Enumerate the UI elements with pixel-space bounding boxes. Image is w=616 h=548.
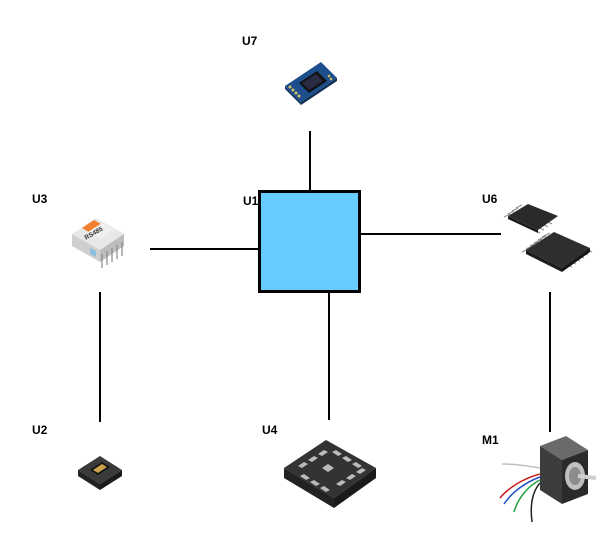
u7-label: U7 — [242, 34, 258, 48]
wire-u1-u6 — [359, 233, 501, 235]
m1-label: M1 — [482, 433, 499, 447]
u3-label: U3 — [32, 192, 48, 206]
wire-u6-m1 — [549, 292, 551, 432]
wire-u3-u2 — [99, 292, 101, 422]
u6-label: U6 — [482, 192, 498, 206]
qfn-chip-icon — [278, 428, 382, 520]
u1-label: U1 — [243, 194, 259, 208]
wire-u3-u1 — [150, 248, 260, 250]
u1-block — [258, 190, 361, 293]
tft-display-module-icon — [281, 56, 341, 108]
wire-u1-u7 — [309, 131, 311, 191]
wire-u1-u4 — [328, 292, 330, 420]
u4-label: U4 — [262, 423, 278, 437]
qfp-chip-icon — [500, 198, 604, 278]
rs485-module-icon: RS485 — [66, 210, 130, 272]
sensor-module-icon — [74, 444, 126, 498]
stepper-motor-icon — [496, 428, 604, 528]
u2-label: U2 — [32, 423, 48, 437]
